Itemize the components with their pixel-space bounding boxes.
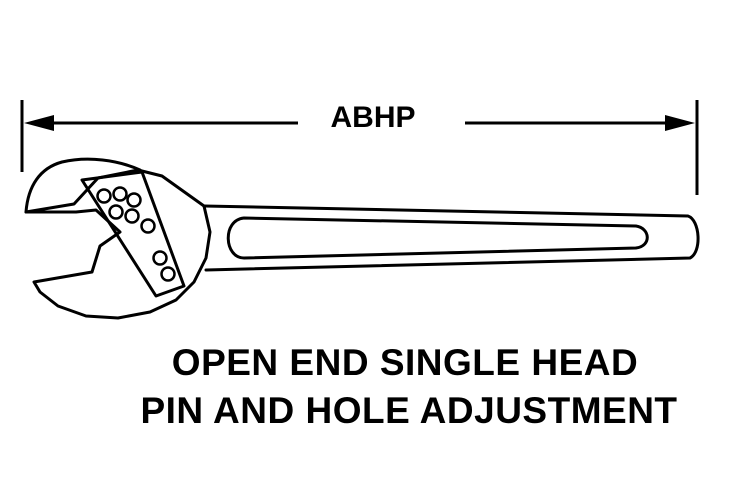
hole — [124, 208, 140, 224]
hole — [152, 250, 168, 266]
hole — [96, 188, 112, 204]
wrench-head-outline — [24, 168, 212, 320]
arrowhead-left — [24, 115, 54, 131]
upper-jaw-outline — [24, 157, 142, 214]
wrench — [24, 157, 700, 320]
arrowhead-right — [665, 115, 695, 131]
pin-hole-plate — [80, 170, 186, 298]
hole — [126, 192, 142, 208]
handle-slot — [226, 216, 649, 260]
hole — [108, 204, 124, 220]
hole — [160, 266, 176, 282]
wrench-handle-outline — [202, 204, 700, 272]
hole — [140, 218, 156, 234]
hole — [112, 186, 128, 202]
adjustment-holes — [96, 186, 176, 282]
dimension-label: ABHP — [330, 101, 415, 134]
dimension-line — [20, 100, 699, 195]
caption-line-2: PIN AND HOLE ADJUSTMENT — [140, 390, 678, 431]
caption-line-1: OPEN END SINGLE HEAD — [171, 342, 639, 383]
